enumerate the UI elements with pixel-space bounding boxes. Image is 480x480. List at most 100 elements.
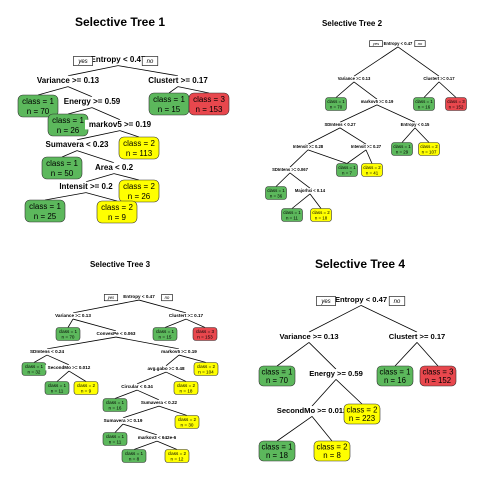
- leaf-class-label: class = 1: [106, 434, 125, 439]
- tree-edge: [67, 65, 119, 77]
- leaf-class-label: class = 3: [196, 329, 215, 334]
- tree-edge: [117, 65, 179, 77]
- split-label-bg: [287, 144, 329, 150]
- split-label-bg: [143, 365, 189, 372]
- leaf-node-class-1: class = 1n = 25: [24, 199, 66, 223]
- leaf-box: [24, 199, 66, 223]
- split-condition: Energy >= 0.59: [309, 369, 363, 378]
- leaf-node-class-3: class = 3n = 153: [188, 92, 230, 116]
- tree-edge: [56, 370, 70, 382]
- yes-branch-label: yes: [369, 40, 383, 47]
- split-label-bg: [85, 119, 155, 130]
- leaf-box: [445, 97, 467, 111]
- yes-label-box: [103, 294, 119, 302]
- leaf-node-class-2: class = 2n = 9: [73, 381, 99, 395]
- split-node-sumavera-0-23: Sumavera < 0.23: [42, 139, 112, 150]
- tree-edge: [138, 299, 187, 314]
- split-condition: Circular < 0.34: [121, 384, 153, 389]
- split-node-circular-0-34: Circular < 0.34: [116, 383, 158, 390]
- leaf-node-class-1: class = 1n = 29: [391, 142, 413, 156]
- split-condition: Entropy < 0.47: [123, 294, 155, 299]
- split-node-clustert-0-17: Clustert >= 0.17: [140, 75, 216, 86]
- leaf-node-class-1: class = 1n = 16: [413, 97, 435, 111]
- leaf-class-label: class = 1: [59, 329, 78, 334]
- split-condition: Clustert >= 0.17: [169, 313, 204, 318]
- tree-edge: [122, 423, 158, 436]
- tree-edge: [72, 318, 117, 332]
- leaf-box: [102, 398, 128, 412]
- tree-edge: [414, 127, 430, 143]
- leaf-box: [152, 327, 178, 341]
- tree-edge: [416, 342, 439, 367]
- tree-edge: [114, 423, 124, 433]
- leaf-node-class-1: class = 1n = 70: [258, 365, 296, 387]
- split-condition: markov5 >= 0.19: [361, 99, 394, 104]
- leaf-node-class-1: class = 1n = 15: [148, 92, 190, 116]
- leaf-box: [413, 97, 435, 111]
- split-condition: Majorhxi < 0.14: [295, 188, 326, 193]
- leaf-count-label: n = 153: [197, 335, 213, 340]
- tree-edge: [68, 370, 87, 382]
- split-label-bg: [274, 406, 350, 416]
- tree-edge: [289, 149, 309, 168]
- split-node-clustert-0-17: Clustert >= 0.17: [418, 76, 460, 82]
- tree-edge: [44, 192, 87, 201]
- split-condition: Variance >= 0.13: [338, 76, 371, 81]
- split-condition: Clustert >= 0.17: [148, 76, 208, 85]
- leaf-box: [336, 163, 358, 177]
- leaf-count-label: n = 12: [171, 457, 184, 462]
- split-condition: SDIntens >= 0.067: [272, 167, 309, 172]
- split-node-variance-0-13: Variance >= 0.13: [273, 332, 345, 342]
- tree-edge: [37, 86, 69, 96]
- tree-edge: [276, 342, 310, 367]
- leaf-box: [41, 156, 83, 180]
- leaf-class-label: class = 1: [25, 364, 44, 369]
- split-label-bg: [119, 293, 159, 300]
- leaf-class-label: class = 2: [123, 139, 155, 148]
- no-label-text: no: [394, 299, 401, 305]
- split-label-bg: [304, 369, 368, 379]
- leaf-count-label: n = 153: [196, 105, 223, 114]
- leaf-count-label: n = 223: [349, 414, 375, 423]
- split-label-bg: [290, 188, 330, 194]
- split-condition: Intensit >= 0.2: [59, 182, 113, 191]
- tree-edge: [178, 354, 207, 363]
- split-condition: Variance >= 0.13: [37, 76, 100, 85]
- leaf-node-class-2: class = 2n = 18: [173, 381, 199, 395]
- leaf-box: [73, 381, 99, 395]
- leaf-node-class-1: class = 1n = 7: [336, 163, 358, 177]
- split-node-intensit-0-28: Intensit >= 0.28: [287, 144, 329, 150]
- tree-edge: [291, 193, 311, 209]
- tree-edge: [275, 172, 291, 187]
- leaf-count-label: n = 70: [62, 335, 75, 340]
- split-node-markov5-0-19: markov5 >= 0.19: [158, 348, 200, 355]
- split-node-markov5-0-19: markov5 >= 0.19: [357, 99, 397, 105]
- leaf-count-label: n = 30: [181, 423, 194, 428]
- leaf-count-label: n = 26: [57, 126, 80, 135]
- leaf-box: [376, 365, 414, 387]
- split-label-bg: [50, 312, 96, 319]
- tree-edge: [156, 440, 178, 450]
- tree-edge: [276, 416, 313, 442]
- split-node-convexpe-0-063: ConvexPe < 0.063: [93, 330, 139, 337]
- split-condition: SDIntens < 0.24: [30, 349, 65, 354]
- leaf-class-label: class = 1: [106, 400, 125, 405]
- leaf-box: [55, 327, 81, 341]
- tree-edge: [365, 149, 373, 164]
- leaf-box: [258, 440, 296, 462]
- leaf-box: [121, 449, 147, 463]
- leaf-node-class-3: class = 3n = 153: [192, 327, 218, 341]
- split-node-clustert-0-17: Clustert >= 0.17: [381, 332, 453, 342]
- leaf-node-class-1: class = 1n = 70: [17, 94, 59, 118]
- leaf-count-label: n = 7: [342, 171, 352, 176]
- tree-edge: [61, 150, 78, 158]
- split-node-intensit-0-27: Intensit >= 0.27: [345, 144, 387, 150]
- tree-edge: [307, 127, 341, 145]
- tree-edge: [185, 318, 206, 328]
- split-condition: SDIntens < 0.27: [324, 122, 356, 127]
- split-condition: Intensit >= 0.28: [293, 144, 324, 149]
